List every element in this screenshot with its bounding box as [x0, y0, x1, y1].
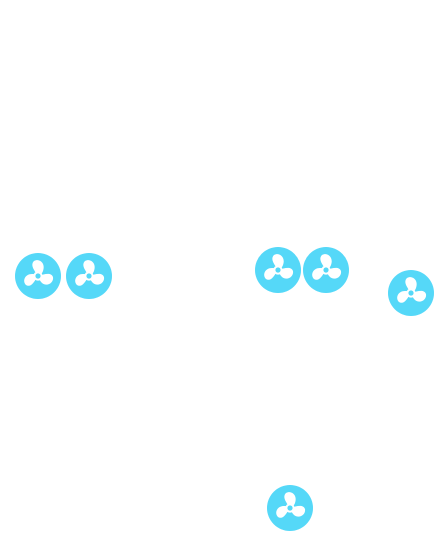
fan-icon — [388, 270, 434, 316]
fan-icon — [15, 253, 61, 299]
fan-button[interactable] — [15, 253, 61, 299]
fan-button[interactable] — [388, 270, 434, 316]
fan-icon — [66, 253, 112, 299]
fan-button[interactable] — [66, 253, 112, 299]
fan-icon — [267, 485, 313, 531]
fan-button[interactable] — [303, 247, 349, 293]
fan-button[interactable] — [255, 247, 301, 293]
fan-icon — [255, 247, 301, 293]
fan-button[interactable] — [267, 485, 313, 531]
fan-icon — [303, 247, 349, 293]
